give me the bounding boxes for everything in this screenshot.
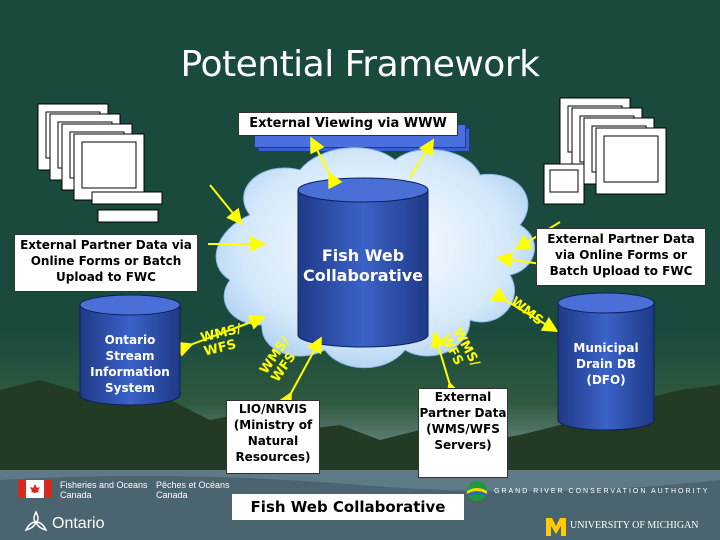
bottom-caption: Fish Web Collaborative [232, 494, 464, 520]
fish-web-label: Fish Web Collaborative [302, 246, 424, 285]
municipal-drain-label: Municipal Drain DB (DFO) [573, 341, 639, 387]
slide-title: Potential Framework [180, 44, 540, 85]
external-partner-wms-box: External Partner Data (WMS/WFS Servers) [418, 388, 508, 478]
right-computers-icon [543, 97, 667, 205]
umich-m-icon [546, 518, 566, 536]
dfo-english: Fisheries and Oceans Canada [60, 480, 148, 500]
umich-text: UNIVERSITY OF MICHIGAN [570, 520, 699, 531]
ontario-stream-label: Ontario Stream Information System [90, 333, 170, 395]
left-partner-box: External Partner Data via Online Forms o… [14, 234, 198, 292]
ontario-logo-text: Ontario [52, 515, 105, 532]
dfo-french: Pêches et Océans Canada [156, 480, 230, 500]
lio-nrvis-box: LIO/NRVIS (Ministry of Natural Resources… [226, 400, 320, 474]
grca-text: GRAND RIVER CONSERVATION AUTHORITY [494, 488, 710, 495]
right-partner-box: External Partner Data via Online Forms o… [536, 228, 706, 286]
left-computers-icon [37, 103, 163, 223]
external-viewing-box: External Viewing via WWW [238, 112, 458, 136]
grca-logo-icon [467, 481, 487, 501]
canada-flag-icon [18, 480, 52, 498]
ontario-trillium-icon [24, 510, 48, 532]
